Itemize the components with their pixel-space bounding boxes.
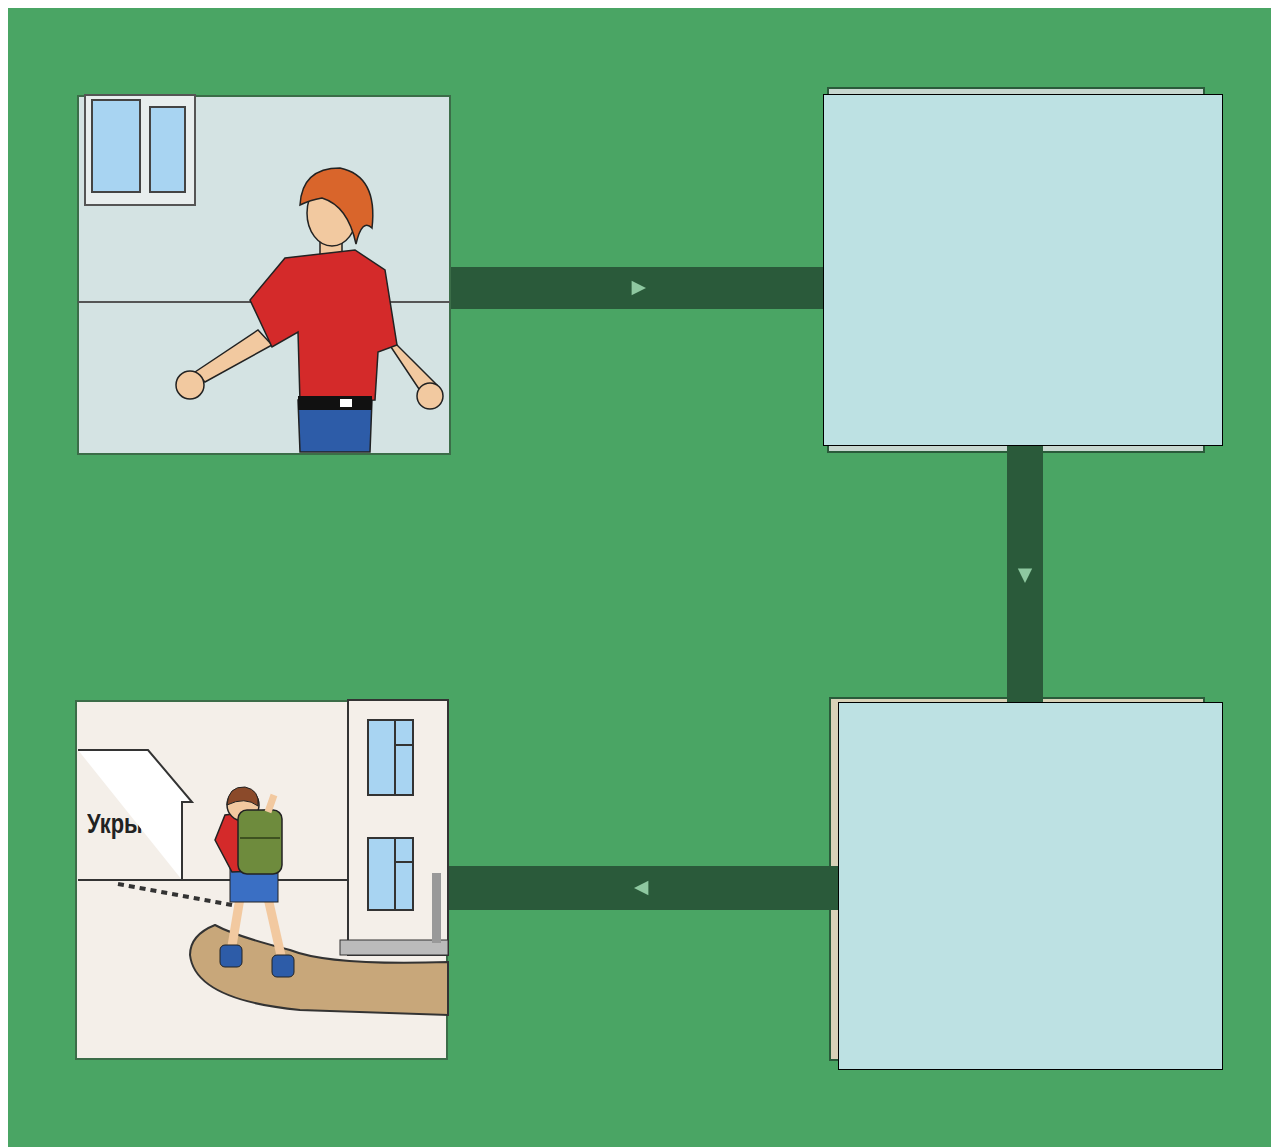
leg	[230, 898, 240, 958]
arrow-head	[1018, 569, 1032, 583]
connector-bar	[448, 866, 838, 910]
arrow-head	[634, 881, 648, 895]
building	[348, 700, 448, 955]
window-mullion	[394, 720, 396, 795]
picture-panel	[77, 95, 451, 455]
hand	[417, 383, 443, 409]
connector	[451, 281, 823, 295]
ground-line	[78, 879, 348, 881]
connector	[1018, 446, 1032, 702]
window-frame	[85, 95, 195, 205]
path-marking	[118, 884, 232, 905]
post	[432, 873, 441, 943]
arrow-head	[632, 281, 646, 295]
picture-panel: Укрытие	[75, 700, 448, 1060]
shoe	[272, 955, 294, 977]
connector-bar	[451, 267, 823, 309]
sign-text: Укрытие	[87, 808, 179, 840]
man-illustration	[78, 95, 450, 452]
backpack-strap	[240, 837, 280, 839]
belt	[298, 396, 372, 410]
arm	[268, 795, 274, 812]
head	[307, 180, 357, 246]
window-pane	[368, 838, 413, 910]
window-mullion	[395, 861, 413, 863]
hair	[227, 787, 258, 806]
window-mullion	[395, 744, 413, 746]
boy-illustration	[78, 700, 448, 1015]
shirt	[215, 810, 278, 872]
empty-box	[838, 702, 1223, 1070]
arm	[195, 330, 272, 382]
hand	[176, 371, 204, 399]
head	[227, 789, 259, 821]
window-mullion	[394, 838, 396, 910]
building-base	[340, 940, 448, 955]
connector-bar	[1007, 446, 1043, 702]
jeans	[298, 400, 372, 452]
connector	[448, 881, 838, 895]
shirt	[250, 250, 397, 402]
neck	[320, 235, 342, 260]
footpath	[190, 925, 448, 1015]
hair	[300, 168, 373, 244]
window-pane	[150, 107, 185, 192]
buckle	[340, 399, 352, 407]
shorts	[230, 868, 278, 902]
shoe	[220, 945, 242, 967]
backpack	[238, 810, 282, 874]
empty-box	[823, 94, 1223, 446]
shelter-sign	[78, 750, 192, 880]
window-pane	[92, 100, 140, 192]
window-pane	[368, 720, 413, 795]
wall-line	[78, 301, 450, 303]
leg	[268, 898, 282, 960]
arm	[383, 335, 437, 398]
